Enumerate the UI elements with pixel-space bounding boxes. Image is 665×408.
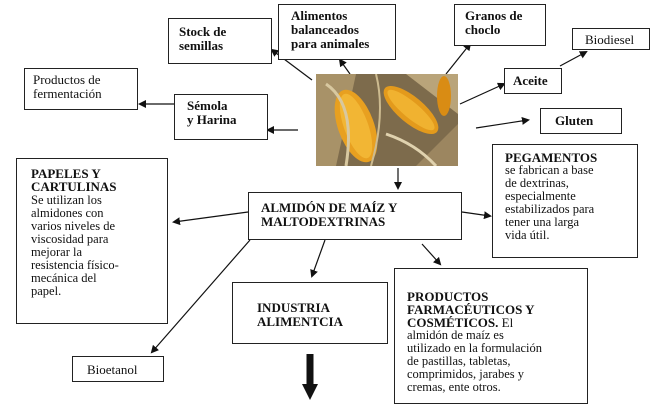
node-almidon-maltodextrinas: ALMIDÓN DE MAÍZ Y MALTODEXTRINAS (248, 192, 462, 240)
node-alimentos-balanceados: Alimentos balanceados para animales (278, 4, 396, 60)
papeles-body: Se utilizan los almidones con varios niv… (31, 193, 119, 298)
node-aceite: Aceite (504, 68, 562, 94)
corn-photo (316, 74, 458, 166)
arrow-to-aceite (459, 82, 506, 105)
arrow-to-farmaceuticos (421, 243, 442, 266)
arrow-to-gluten (475, 116, 530, 129)
farmaceuticos-title: PRODUCTOS FARMACÉUTICOS Y COSMÉTICOS. (407, 289, 535, 330)
arrow-to-industria (310, 239, 326, 278)
node-semola-harina: Sémola y Harina (174, 94, 268, 140)
node-productos-farmaceuticos: PRODUCTOS FARMACÉUTICOS Y COSMÉTICOS. El… (394, 268, 588, 404)
node-granos-choclo: Granos de choclo (454, 4, 546, 46)
node-pegamentos: PEGAMENTOS se fabrican a base de dextrin… (492, 144, 638, 258)
node-gluten: Gluten (540, 108, 622, 134)
node-papeles-cartulinas: PAPELES Y CARTULINAS Se utilizan los alm… (16, 158, 168, 324)
arrow-to-papeles (172, 211, 249, 226)
node-industria-alimenticia: INDUSTRIA ALIMENTCIA (232, 282, 388, 344)
arrow-to-granos (445, 42, 472, 75)
pegamentos-body: se fabrican a base de dextrinas, especia… (505, 163, 595, 242)
node-bioetanol: Bioetanol (72, 356, 164, 382)
papeles-title: PAPELES Y CARTULINAS (31, 166, 117, 194)
arrow-to-bioetanol (150, 239, 251, 354)
node-stock-semillas: Stock de semillas (168, 18, 272, 64)
arrow-aceite-to-biodiesel (559, 51, 588, 67)
pegamentos-title: PEGAMENTOS (505, 150, 598, 165)
farmaceuticos-body-start: El (498, 315, 514, 330)
node-biodiesel: Biodiesel (572, 28, 650, 50)
farmaceuticos-body: almidón de maíz es utilizado en la formu… (407, 328, 543, 394)
arrow-to-alimentos (338, 58, 351, 75)
node-productos-fermentacion: Productos de fermentación (24, 68, 138, 110)
arrow-to-pegamentos (461, 211, 492, 220)
